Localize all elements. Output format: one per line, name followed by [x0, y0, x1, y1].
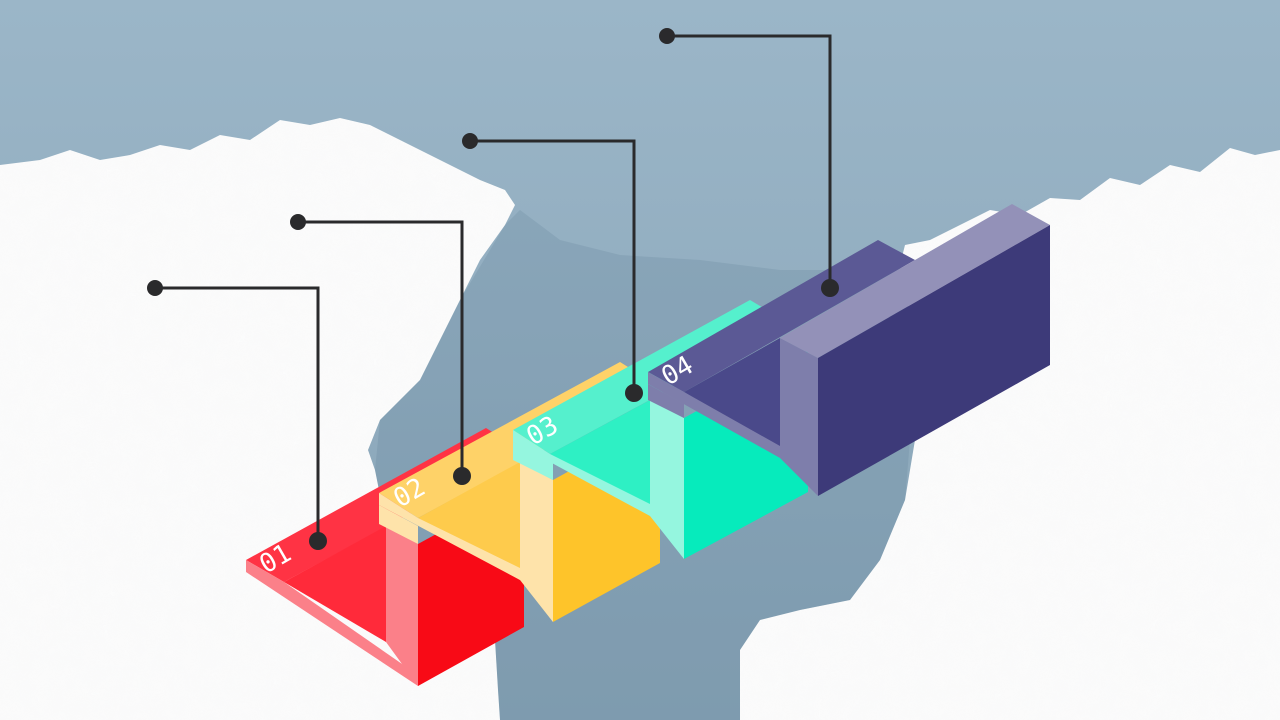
step-04 [648, 204, 1050, 496]
callout-end-dot-04 [821, 279, 839, 297]
callout-dots [147, 28, 839, 550]
callout-line-03 [470, 139, 636, 393]
callout-start-dot-04 [659, 28, 675, 44]
callout-start-dot-01 [147, 280, 163, 296]
callout-start-dot-03 [462, 133, 478, 149]
callouts [155, 34, 832, 541]
callout-end-dot-02 [453, 467, 471, 485]
callout-end-dot-01 [309, 532, 327, 550]
callout-line-04 [667, 34, 832, 288]
callout-start-dot-02 [290, 214, 306, 230]
callout-line-02 [298, 220, 464, 476]
callout-end-dot-03 [625, 384, 643, 402]
callout-line-01 [155, 286, 320, 541]
